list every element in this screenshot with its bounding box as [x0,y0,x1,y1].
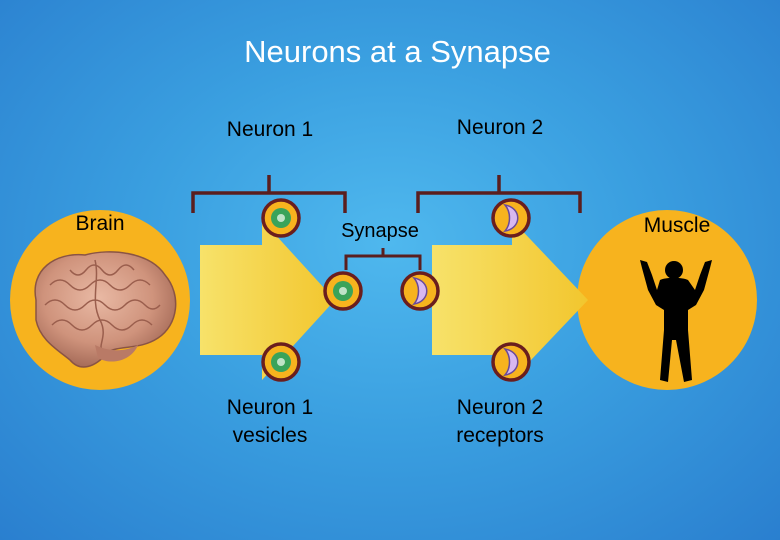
label-neuron1: Neuron 1 [226,118,314,141]
receptor-synapse [400,271,440,311]
label-neuron2: Neuron 2 [456,116,544,139]
label-muscle: Muscle [643,214,711,237]
neuron1-bracket [191,175,347,213]
receptor-bottom [491,342,531,382]
brain-icon [34,251,177,368]
page-title: Neurons at a Synapse [244,34,551,69]
vesicle-synapse [323,271,363,311]
vesicle-top [261,198,301,238]
neuron2-bracket [416,175,582,213]
neuron1-arrow [200,220,335,380]
label-neuron2-receptors: Neuron 2 receptors [456,396,544,447]
receptor-top [491,198,531,238]
synapse-bracket [344,248,422,270]
neuron2-arrow [432,220,588,380]
vesicle-bottom [261,342,301,382]
label-synapse: Synapse [341,220,419,242]
label-neuron1-vesicles: Neuron 1 vesicles [226,396,314,447]
muscle-man-icon [640,260,712,382]
label-brain: Brain [75,212,125,235]
